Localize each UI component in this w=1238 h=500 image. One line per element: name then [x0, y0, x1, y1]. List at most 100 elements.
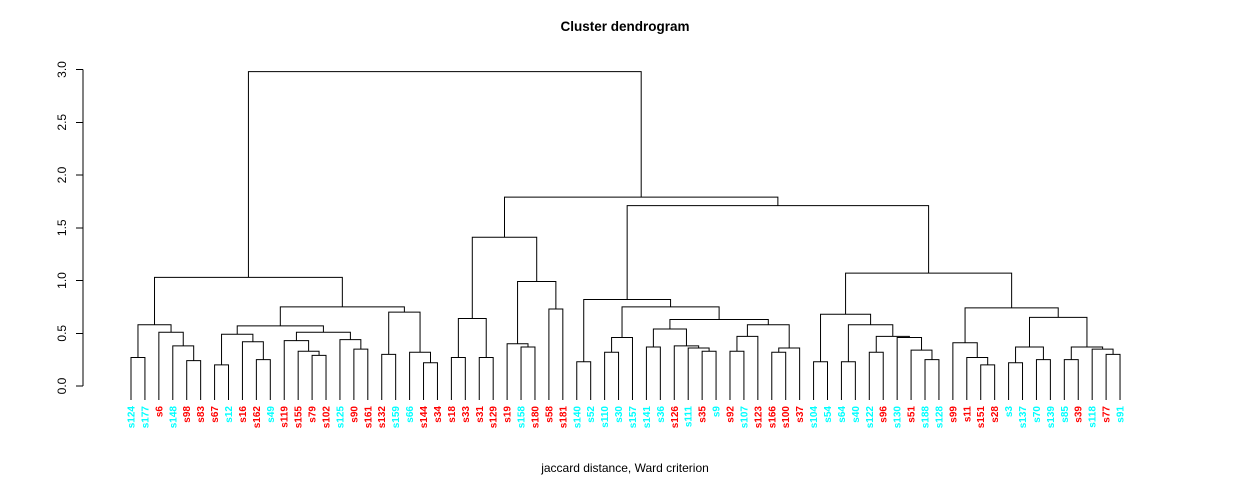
leaf-label: s118	[1088, 406, 1099, 428]
dendrogram-branch	[297, 350, 320, 400]
leaf-label: s12	[224, 406, 235, 423]
leaf-label: s122	[865, 406, 876, 429]
dendrogram-branch	[736, 335, 759, 400]
dendrogram-branch	[471, 236, 538, 319]
dendrogram-branch	[186, 360, 202, 400]
leaf-label: s148	[168, 406, 179, 429]
leaf-label: s40	[851, 406, 862, 423]
leaf-label: s181	[558, 406, 569, 429]
dendrogram-branch	[771, 351, 787, 400]
dendrogram-branch	[247, 71, 642, 278]
dendrogram-branch	[669, 319, 769, 330]
leaf-label: s28	[990, 406, 1001, 423]
dendrogram-branch	[820, 313, 872, 362]
leaf-label: s137	[1018, 406, 1029, 429]
dendrogram-branch	[457, 317, 487, 358]
dendrogram-branch	[1008, 362, 1024, 400]
leaf-label: s52	[586, 406, 597, 423]
leaf-label: s151	[976, 406, 987, 429]
dendrogram-branch	[158, 331, 184, 400]
dendrogram-branch	[214, 364, 230, 400]
leaf-label: s39	[1074, 406, 1085, 423]
dendrogram-branch	[255, 359, 271, 400]
dendrogram-branch	[548, 308, 564, 400]
leaf-label: s177	[140, 406, 151, 429]
leaf-label: s37	[795, 406, 806, 423]
dendrogram-branch	[353, 348, 369, 400]
dendrogram-branch	[626, 205, 930, 300]
leaf-label: s79	[308, 406, 319, 423]
leaf-label: s141	[642, 406, 653, 429]
leaf-label: s180	[530, 406, 541, 429]
y-tick-label: 1.5	[55, 219, 69, 236]
leaf-label: s128	[934, 406, 945, 429]
leaf-label: s96	[879, 406, 890, 423]
dendrogram-branch	[1091, 348, 1114, 400]
leaf-label: s35	[698, 406, 709, 423]
dendrogram-branch	[621, 306, 720, 338]
leaf-label: s140	[572, 406, 583, 429]
leaf-label: s119	[280, 406, 291, 428]
leaf-label: s34	[433, 406, 444, 423]
leaf-label: s51	[907, 406, 918, 423]
dendrogram-branch	[868, 351, 884, 400]
leaf-label: s132	[377, 406, 388, 429]
leaf-label: s129	[489, 406, 500, 429]
dendrogram-branch	[221, 333, 254, 365]
leaf-label: s49	[266, 406, 277, 423]
dendrogram-branch	[1028, 316, 1088, 347]
dendrogram-branch	[645, 346, 661, 400]
leaf-label: s77	[1102, 406, 1113, 423]
leaf-label: s126	[670, 406, 681, 429]
dendrogram-branch	[520, 346, 536, 400]
leaf-label: s90	[349, 406, 360, 423]
dendrogram-branch	[478, 357, 494, 400]
leaf-label: s64	[837, 406, 848, 423]
leaf-label: s98	[182, 406, 193, 423]
dendrogram-branch	[388, 311, 421, 355]
leaf-label: s16	[238, 406, 249, 423]
dendrogram-branch	[840, 361, 856, 400]
dendrogram-branch	[517, 281, 557, 344]
leaf-label: s144	[419, 406, 430, 429]
dendrogram-branch	[154, 276, 343, 325]
leaf-label: s54	[823, 406, 834, 423]
dendrogram-branch	[130, 357, 146, 400]
leaf-label: s123	[753, 406, 764, 429]
dendrogram-branch	[652, 328, 687, 347]
leaf-label: s139	[1046, 406, 1057, 429]
dendrogram-branch	[673, 345, 700, 400]
leaf-label: s162	[252, 406, 263, 429]
leaf-label: s92	[725, 406, 736, 423]
dendrogram-branch	[506, 343, 529, 400]
dendrogram-branch	[450, 357, 466, 400]
dendrogram-branch	[952, 342, 978, 400]
leaf-label: s157	[628, 406, 639, 429]
y-tick-label: 2.0	[55, 166, 69, 183]
dendrogram-branch	[236, 325, 324, 335]
leaf-label: s155	[294, 406, 305, 429]
dendrogram-branch	[896, 336, 923, 400]
dendrogram-branch	[137, 324, 172, 358]
dendrogram-branch	[729, 350, 745, 400]
dendrogram-branch	[910, 349, 933, 400]
dendrogram-branch	[813, 361, 828, 400]
dendrogram-branch	[611, 336, 633, 400]
dendrogram-branch	[1015, 346, 1044, 363]
y-tick-label: 2.5	[55, 114, 69, 131]
leaf-label: s6	[154, 406, 165, 418]
leaf-label: s159	[391, 406, 402, 429]
y-tick-label: 1.0	[55, 272, 69, 289]
dendrogram-branch	[966, 357, 989, 400]
leaf-label: s125	[335, 406, 346, 429]
dendrogram-branch	[701, 350, 717, 400]
y-tick-label: 0.5	[55, 325, 69, 342]
dendrogram-branch	[980, 364, 996, 400]
dendrogram-branch	[576, 361, 592, 400]
dendrogram-branch	[687, 347, 710, 400]
dendrogram-branch	[1063, 359, 1079, 400]
leaf-label: s9	[712, 406, 723, 418]
dendrogram-branch	[279, 306, 405, 326]
